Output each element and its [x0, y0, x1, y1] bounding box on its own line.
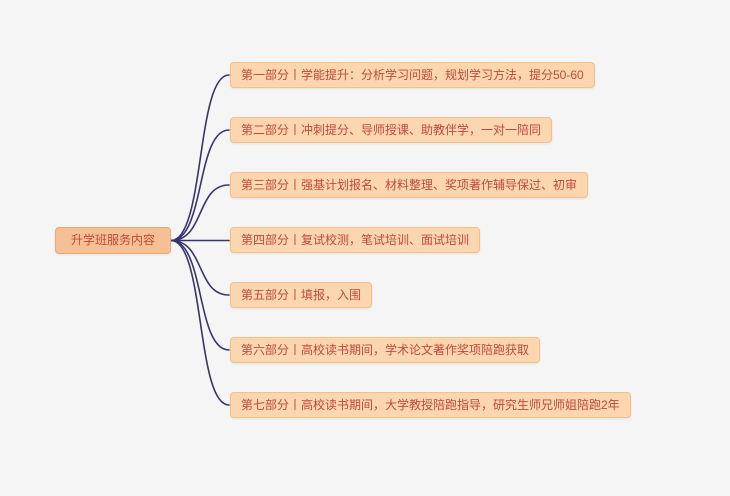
mindmap-branch-node[interactable]: 第六部分丨高校读书期间，学术论文著作奖项陪跑获取: [230, 337, 541, 363]
connector-branch-7: [170, 239, 230, 406]
mindmap-root-node[interactable]: 升学班服务内容: [55, 227, 171, 254]
connector-branch-1: [170, 74, 230, 242]
mindmap-branch-node[interactable]: 第四部分丨复试校测，笔试培训、面试培训: [230, 227, 481, 253]
mindmap-branch-node[interactable]: 第七部分丨高校读书期间，大学教授陪跑指导，研究生师兄师姐陪跑2年: [230, 392, 631, 418]
connector-branch-5: [170, 239, 230, 296]
mindmap-branch-node[interactable]: 第三部分丨强基计划报名、材料整理、奖项著作辅导保过、初审: [230, 172, 589, 198]
connector-branch-3: [170, 184, 230, 242]
connector-branch-6: [170, 239, 230, 351]
mindmap-branch-node[interactable]: 第一部分丨学能提升：分析学习问题，规划学习方法，提分50-60: [230, 62, 595, 88]
mindmap-branch-node[interactable]: 第二部分丨冲刺提分、导师授课、助教伴学，一对一陪同: [230, 117, 553, 143]
mindmap-branch-node[interactable]: 第五部分丨填报，入围: [230, 282, 373, 308]
connector-branch-2: [170, 129, 230, 242]
